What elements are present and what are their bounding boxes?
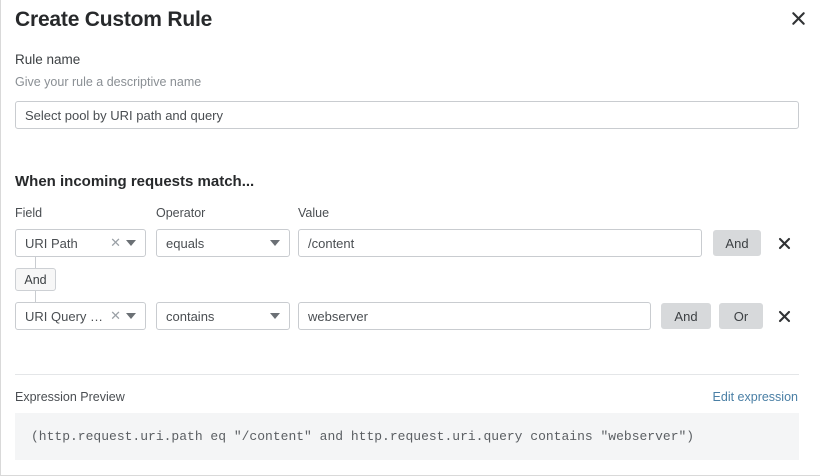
column-header-field: Field [15,206,43,220]
connector-line-bottom [35,291,36,302]
and-button-row-1[interactable]: And [713,230,761,256]
close-icon[interactable] [785,5,811,31]
clear-icon[interactable]: ✕ [110,235,121,250]
rule-name-label: Rule name [15,52,81,67]
delete-row-2-icon[interactable] [774,305,794,327]
rule-name-input[interactable] [15,101,799,129]
operator-select-row-1[interactable]: equals [156,229,290,257]
chevron-down-icon[interactable] [270,240,289,246]
chevron-down-icon[interactable] [270,313,289,319]
chevron-down-icon[interactable] [126,313,145,319]
section-divider [15,374,799,375]
rule-name-help-text: Give your rule a descriptive name [15,75,202,89]
expression-code-block: (http.request.uri.path eq "/content" and… [15,413,799,460]
clear-icon[interactable]: ✕ [110,308,121,323]
edit-expression-link[interactable]: Edit expression [712,390,798,404]
match-section-heading: When incoming requests match... [15,173,255,190]
field-select-value-row-1: URI Path [25,235,78,251]
operator-select-row-2[interactable]: contains [156,302,290,330]
value-input-row-2[interactable] [298,302,651,330]
connector-and-badge[interactable]: And [15,268,56,291]
column-header-operator: Operator [156,206,206,220]
or-button-row-2[interactable]: Or [719,303,763,329]
operator-select-value-row-2: contains [166,308,215,324]
field-select-row-2[interactable]: URI Query St... ✕ [15,302,146,330]
dialog-title: Create Custom Rule [15,8,213,31]
field-select-value-row-2: URI Query St... [25,308,109,324]
connector-line-top [35,257,36,268]
and-button-row-2[interactable]: And [661,303,711,329]
delete-row-1-icon[interactable] [774,232,794,254]
expression-code-text: (http.request.uri.path eq "/content" and… [31,429,695,444]
field-select-row-1[interactable]: URI Path ✕ [15,229,146,257]
value-input-row-1[interactable] [298,229,702,257]
column-header-value: Value [298,206,330,220]
chevron-down-icon[interactable] [126,240,145,246]
expression-preview-label: Expression Preview [15,390,125,404]
operator-select-value-row-1: equals [166,235,205,251]
